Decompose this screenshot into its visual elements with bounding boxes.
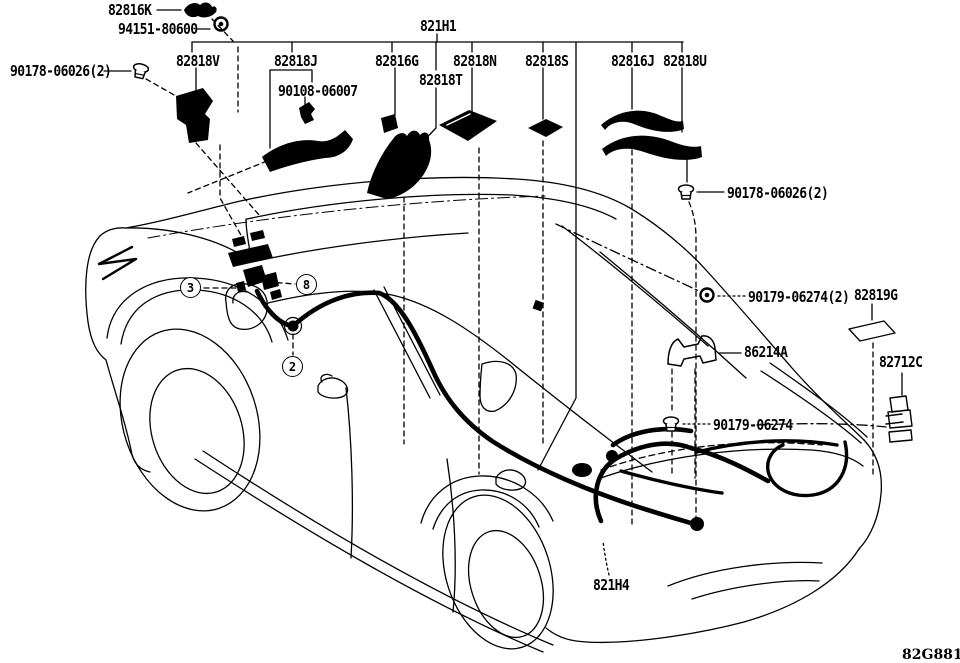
part-label-86214a[interactable]: 86214A: [744, 343, 788, 362]
part-label-82819g[interactable]: 82819G: [854, 286, 898, 305]
part-thumbnails: [130, 2, 913, 443]
part-label-90178-06026-right[interactable]: 90178-06026(2): [727, 184, 829, 203]
part-label-90178-06026-left[interactable]: 90178-06026(2): [10, 62, 112, 81]
part-label-90179-06274-x2[interactable]: 90179-06274(2): [748, 288, 850, 307]
part-label-82818t[interactable]: 82818T: [419, 71, 463, 90]
part-label-82818j[interactable]: 82818J: [274, 52, 318, 71]
part-label-82818v[interactable]: 82818V: [176, 52, 220, 71]
part-label-82816k[interactable]: 82816K: [108, 1, 152, 20]
harness-connectors: [228, 230, 704, 531]
part-label-82816g[interactable]: 82816G: [375, 52, 419, 71]
part-label-82712c[interactable]: 82712C: [879, 353, 923, 372]
callout-8[interactable]: 8: [296, 274, 317, 295]
part-label-82816j[interactable]: 82816J: [611, 52, 655, 71]
leader-lines: [145, 18, 887, 576]
part-label-82818u[interactable]: 82818U: [663, 52, 707, 71]
part-label-82818s[interactable]: 82818S: [525, 52, 569, 71]
callout-3[interactable]: 3: [180, 277, 201, 298]
part-label-94151-80600[interactable]: 94151-80600: [118, 20, 198, 39]
callout-2[interactable]: 2: [282, 356, 303, 377]
reference-bracket: [103, 9, 903, 471]
part-label-82818n[interactable]: 82818N: [453, 52, 497, 71]
part-label-90108-06007[interactable]: 90108-06007: [278, 82, 358, 101]
part-label-821h4[interactable]: 821H4: [593, 576, 630, 595]
diagram-code: 82G881: [902, 647, 960, 663]
part-label-821h1[interactable]: 821H1: [420, 17, 457, 36]
part-label-90179-06274[interactable]: 90179-06274: [713, 416, 793, 435]
wiring-harness: [228, 230, 849, 531]
